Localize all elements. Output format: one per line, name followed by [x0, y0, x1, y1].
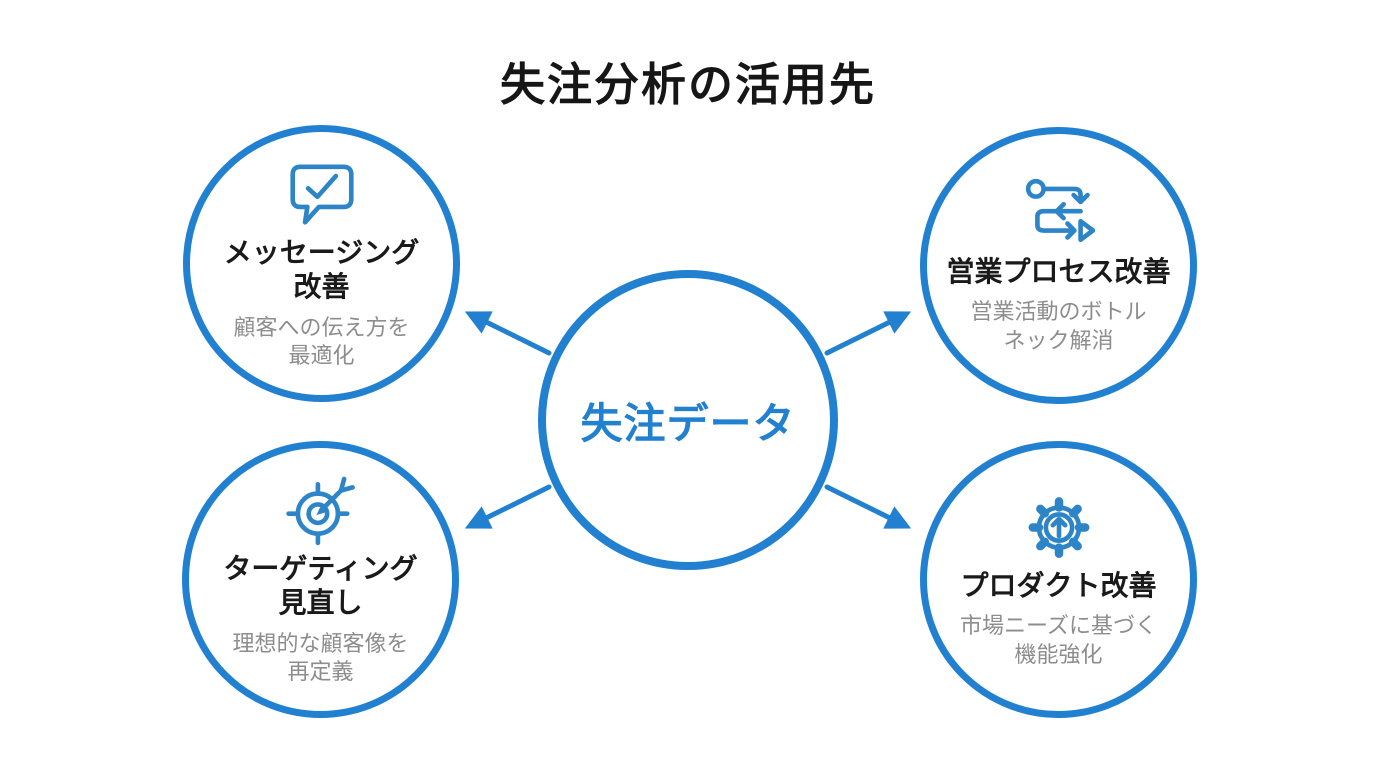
node-sales-process: 営業プロセス改善 営業活動のボトル ネック解消 — [920, 127, 1197, 404]
node-subtitle: 市場ニーズに基づく 機能強化 — [960, 613, 1157, 668]
node-subtitle: 理想的な顧客像を 再定義 — [232, 630, 409, 685]
node-subtitle: 顧客への伝え方を 最適化 — [233, 314, 410, 369]
node-targeting: ターゲティング 見直し 理想的な顧客像を 再定義 — [182, 441, 459, 718]
node-title: プロダクト改善 — [960, 570, 1157, 602]
node-title: ターゲティング 見直し — [223, 553, 418, 619]
node-product: プロダクト改善 市場ニーズに基づく 機能強化 — [920, 441, 1197, 718]
node-subtitle: 営業活動のボトル ネック解消 — [970, 299, 1147, 354]
arrow-to-messaging — [464, 311, 552, 356]
node-title: メッセージング 改善 — [223, 237, 420, 303]
arrow-to-product — [824, 484, 912, 529]
center-node-label: 失注データ — [580, 399, 796, 447]
page-title: 失注分析の活用先 — [499, 59, 876, 110]
process-flow-icon — [1022, 175, 1096, 249]
speech-bubble-check-icon — [285, 156, 359, 230]
target-dart-icon — [284, 472, 358, 546]
arrow-to-sales-process — [824, 311, 912, 356]
node-messaging: メッセージング 改善 顧客への伝え方を 最適化 — [183, 125, 460, 402]
center-node: 失注データ — [538, 270, 838, 570]
gear-upgrade-icon — [1022, 489, 1096, 563]
arrow-to-targeting — [464, 484, 552, 529]
node-title: 営業プロセス改善 — [946, 256, 1171, 288]
